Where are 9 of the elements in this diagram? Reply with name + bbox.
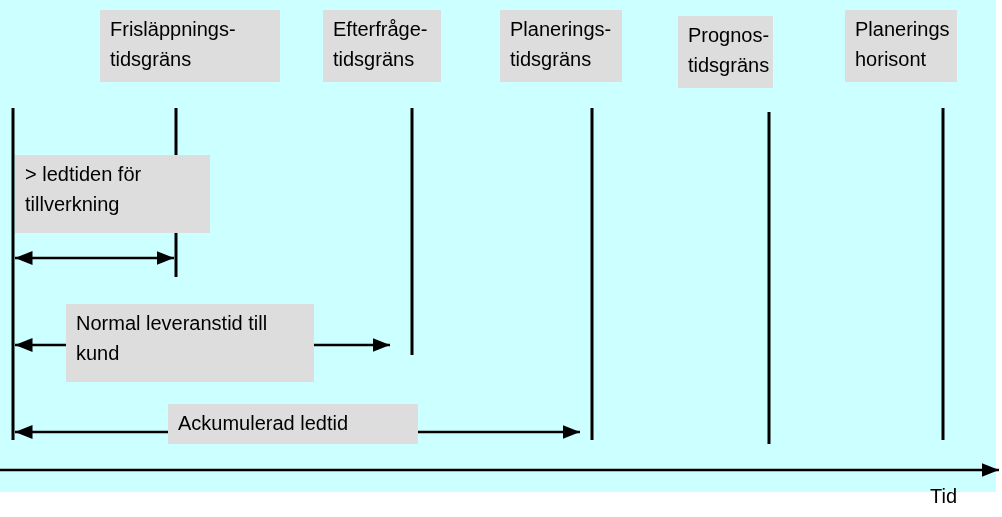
text-box: Prognos- tidsgräns	[678, 16, 773, 88]
text-box: Efterfråge- tidsgräns	[323, 10, 441, 82]
text-box: Planerings horisont	[845, 10, 957, 82]
text-box: Planerings- tidsgräns	[500, 10, 622, 82]
text-box: Frisläppnings- tidsgräns	[100, 10, 280, 82]
text-box: Ackumulerad ledtid	[168, 404, 418, 444]
text-box: Normal leveranstid till kund	[66, 304, 314, 382]
axis-label: Tid	[930, 485, 958, 508]
text-box: > ledtiden för tillverkning	[15, 155, 210, 233]
